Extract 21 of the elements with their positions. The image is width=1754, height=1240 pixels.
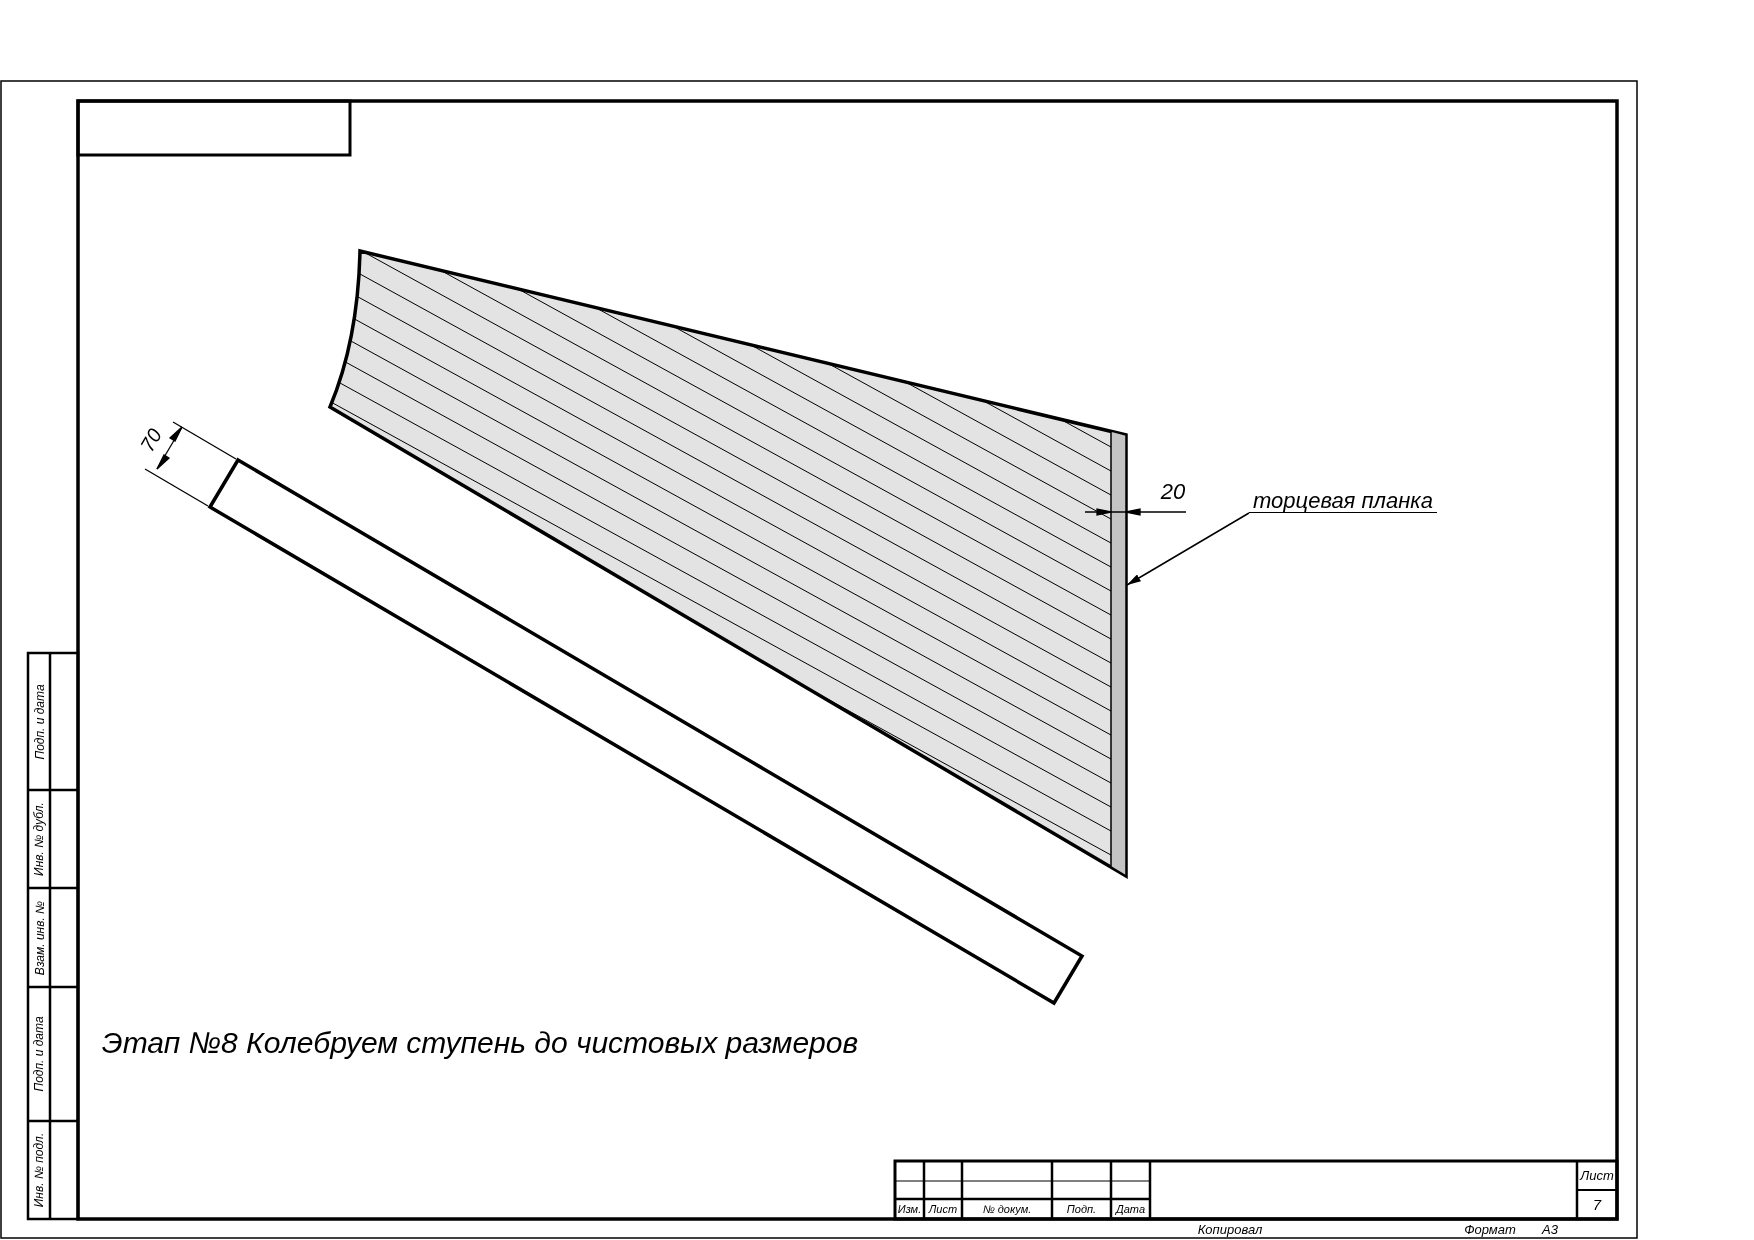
column-header: № докум.: [981, 1202, 1033, 1217]
column-header: Дата: [1114, 1202, 1146, 1217]
stage-caption: Этап №8 Колебруем ступень до чистовых размеров: [100, 1025, 860, 1061]
column-header: Лист: [927, 1202, 959, 1217]
copied-by-label: Копировал: [1196, 1221, 1264, 1238]
dimension-value: 20: [1159, 478, 1187, 506]
leader-callout-label: торцевая планка: [1249, 484, 1437, 513]
stamp-field-label: Инв. № подл.: [31, 1131, 47, 1210]
sheet-number: 7: [1591, 1195, 1603, 1215]
format-label: Формат: [1463, 1221, 1517, 1238]
stamp-field-label: Подп. и дата: [31, 1015, 47, 1094]
stamp-field-label: Взам. инв. №: [31, 899, 47, 977]
stamp-field-label: Инв. № дубл.: [31, 801, 47, 878]
end-strip: [1110, 430, 1127, 878]
leader-line: [1126, 512, 1250, 586]
sheet-header: Лист: [1578, 1167, 1615, 1185]
dimension-value: 70: [134, 423, 168, 458]
column-header: Подп.: [1065, 1202, 1098, 1217]
format-value: А3: [1540, 1221, 1559, 1238]
column-header: Изм.: [896, 1202, 923, 1217]
stamp-field-label: Подп. и дата: [31, 682, 47, 762]
